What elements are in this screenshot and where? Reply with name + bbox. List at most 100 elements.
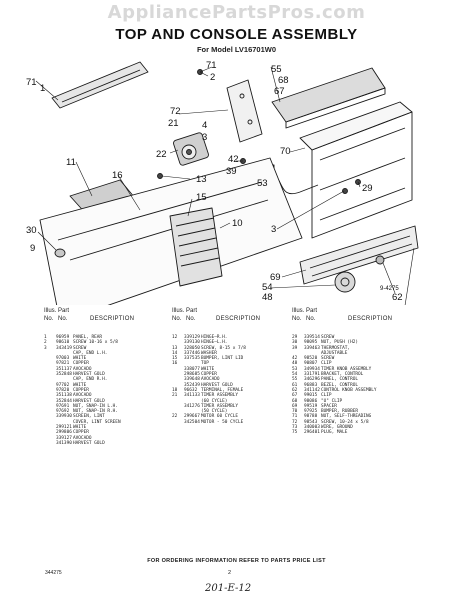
header-no: No.	[58, 316, 68, 322]
part-description: PANEL, REAR	[73, 335, 103, 340]
illus-number: 62	[292, 387, 298, 393]
page-number: 2	[228, 570, 232, 576]
callout-70: 70	[280, 146, 291, 157]
illus-number: 29	[292, 335, 298, 340]
part-number: 341142	[304, 387, 320, 393]
part-number: 341390	[56, 440, 72, 446]
part-number: 299806	[56, 430, 72, 436]
part-number: 339130	[184, 340, 200, 346]
callout-42: 42	[228, 154, 239, 165]
illus-number	[44, 441, 56, 446]
callout-55: 55	[271, 64, 282, 75]
header-description: DESCRIPTION	[348, 316, 393, 322]
part-number: 339127	[56, 435, 72, 441]
callout-15: 15	[196, 192, 207, 203]
part-description: TOP	[201, 361, 209, 367]
part-description: COVER, LINT SCREEN	[73, 419, 121, 425]
part-description: NUT, SNAP-IN L.H.	[73, 403, 118, 409]
header-no: No.	[306, 316, 316, 322]
part-description: TERMINAL, FEMALE	[201, 387, 244, 393]
part-number: 352439	[184, 382, 200, 388]
part-description: BRACKET, CONTROL	[321, 372, 364, 378]
rear-panel-shape	[51, 61, 149, 109]
part-number: 97925	[304, 409, 318, 415]
part-description: SCREW, 8-15 x 7/8	[201, 345, 246, 351]
header-no: No.	[172, 316, 182, 322]
part-number: 97821	[56, 361, 70, 367]
part-number: 97003	[56, 356, 70, 362]
part-description: SCREW 10-16 x 5/8	[73, 340, 118, 346]
illus-number: 16	[172, 361, 178, 367]
illus-number: 75	[292, 430, 298, 436]
part-number: 351137	[56, 366, 72, 372]
callout-71: 71	[26, 77, 37, 88]
callout-22: 22	[156, 149, 167, 160]
callout-3: 3	[271, 224, 276, 235]
dryer-top-shape	[39, 157, 303, 305]
parts-row: (50 CYCLE)	[172, 409, 290, 414]
part-number: 341276	[184, 403, 200, 409]
part-description: MOTOR - 50 CYCLE	[201, 419, 244, 425]
illus-number: 13	[172, 345, 178, 351]
part-description: CAP, END L.H.	[73, 350, 108, 356]
header-illus-part: Illus. Part	[44, 308, 70, 314]
part-number: 339129	[184, 335, 200, 340]
callout-11: 11	[66, 157, 76, 168]
illus-number: 15	[172, 356, 178, 362]
illus-number	[172, 420, 184, 425]
illus-number: 53	[292, 366, 298, 372]
part-description: HARVEST GOLD	[73, 398, 105, 404]
part-number: 98543	[304, 419, 318, 425]
watermark: AppliancePartsPros.com	[107, 2, 366, 23]
part-description: CAP, END R.H.	[73, 377, 108, 383]
part-number: 96632	[184, 387, 198, 393]
header-illus-part: Illus. Part	[172, 308, 198, 314]
lint-screen-shape	[169, 207, 223, 287]
parts-row: CAP, END R.H.	[44, 377, 174, 382]
part-number: 342504	[184, 419, 200, 425]
illus-number: 61	[292, 382, 298, 388]
illus-number: 1	[44, 335, 47, 340]
part-number: 90807	[304, 361, 318, 367]
callout-68: 68	[278, 75, 289, 86]
part-description: SPACER	[321, 403, 337, 409]
timer-motor-shape	[173, 132, 209, 166]
part-description: COPPER	[73, 387, 89, 393]
illus-number: 69	[292, 403, 298, 409]
part-description: BUMPER, LINT LID	[201, 356, 244, 362]
part-number: 99519	[304, 403, 318, 409]
screw-3-shape	[342, 188, 348, 194]
part-description: CLIP	[321, 361, 332, 367]
part-description: AVOCADO	[201, 377, 220, 383]
part-number: 349934	[304, 366, 320, 372]
part-number: 96959	[56, 335, 70, 340]
illus-number: 67	[292, 393, 298, 399]
illus-number: 73	[292, 425, 298, 431]
part-number: 331791	[304, 372, 320, 378]
callout-54: 54	[262, 282, 273, 293]
callout-48: 48	[262, 292, 273, 303]
parts-row: 16 TOP	[172, 361, 290, 366]
part-number: 337535	[184, 356, 200, 362]
control-knob-shape	[375, 255, 385, 265]
